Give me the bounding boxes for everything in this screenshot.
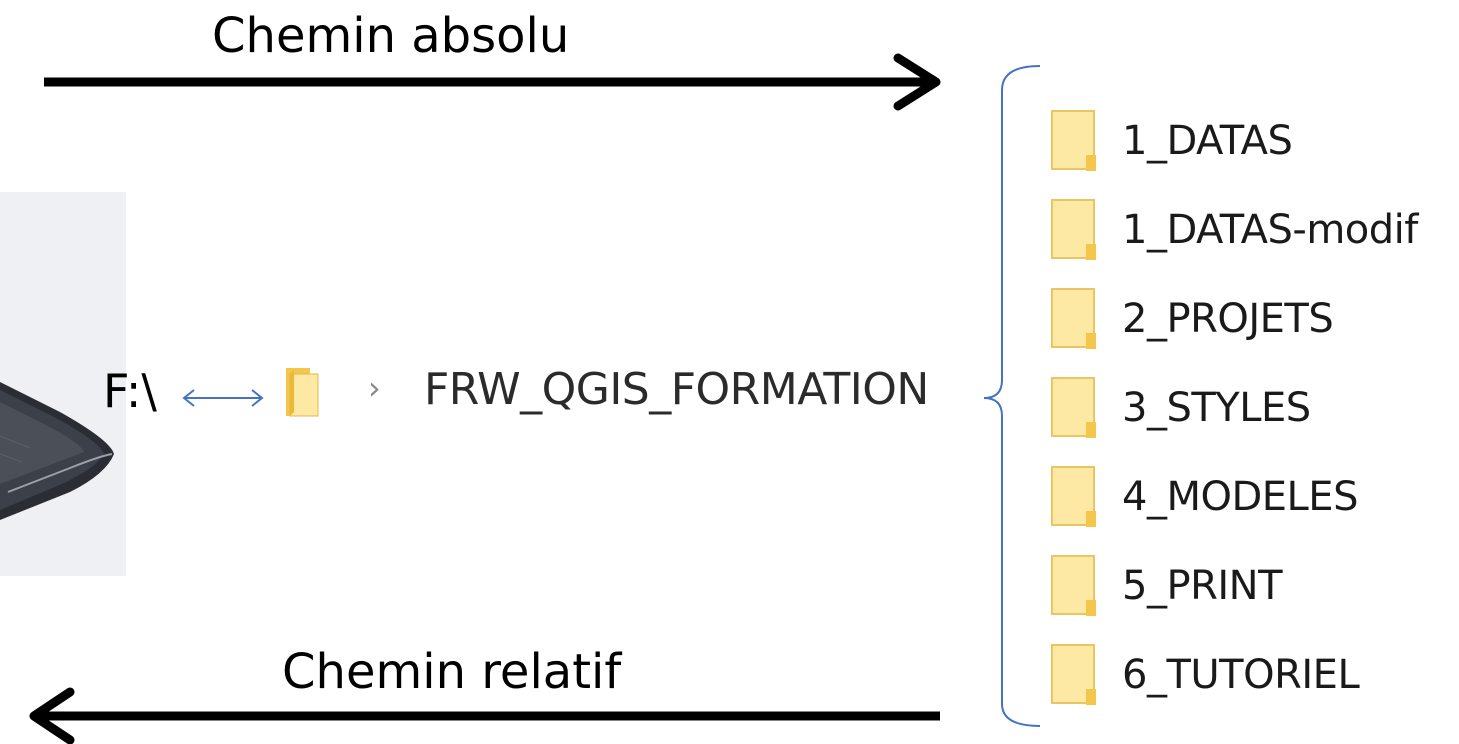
list-item[interactable]: 1_DATAS-modif (1050, 185, 1418, 274)
folder-name: 1_DATAS-modif (1122, 206, 1418, 253)
folder-name: 2_PROJETS (1122, 295, 1334, 342)
folder-icon (280, 364, 324, 420)
folder-name: 3_STYLES (1122, 384, 1311, 431)
folder-icon (1050, 287, 1098, 351)
folder-icon (1050, 109, 1098, 173)
list-item[interactable]: 6_TUTORIEL (1050, 630, 1418, 719)
folder-icon (1050, 465, 1098, 529)
connector-drive-folder (182, 389, 264, 407)
list-item[interactable]: 2_PROJETS (1050, 274, 1418, 363)
folder-brace (983, 65, 1041, 727)
chevron-right-icon[interactable]: › (368, 369, 381, 407)
folder-icon (1050, 198, 1098, 262)
laptop-image (0, 192, 126, 576)
folder-icon (1050, 643, 1098, 707)
list-item[interactable]: 5_PRINT (1050, 541, 1418, 630)
folder-list: 1_DATAS 1_DATAS-modif 2_PROJETS 3_STYLES… (1050, 96, 1418, 719)
absolute-path-arrow (44, 53, 941, 111)
folder-name: 1_DATAS (1122, 117, 1293, 164)
folder-name: 4_MODELES (1122, 473, 1358, 520)
folder-icon (1050, 376, 1098, 440)
list-item[interactable]: 4_MODELES (1050, 452, 1418, 541)
folder-name: 5_PRINT (1122, 562, 1283, 609)
folder-icon (1050, 554, 1098, 618)
absolute-path-label: Chemin absolu (212, 8, 570, 64)
relative-path-label: Chemin relatif (282, 644, 622, 700)
drive-label: F:\ (103, 364, 157, 418)
list-item[interactable]: 3_STYLES (1050, 363, 1418, 452)
folder-name: 6_TUTORIEL (1122, 651, 1360, 698)
list-item[interactable]: 1_DATAS (1050, 96, 1418, 185)
breadcrumb-current-folder[interactable]: FRW_QGIS_FORMATION (424, 364, 929, 415)
